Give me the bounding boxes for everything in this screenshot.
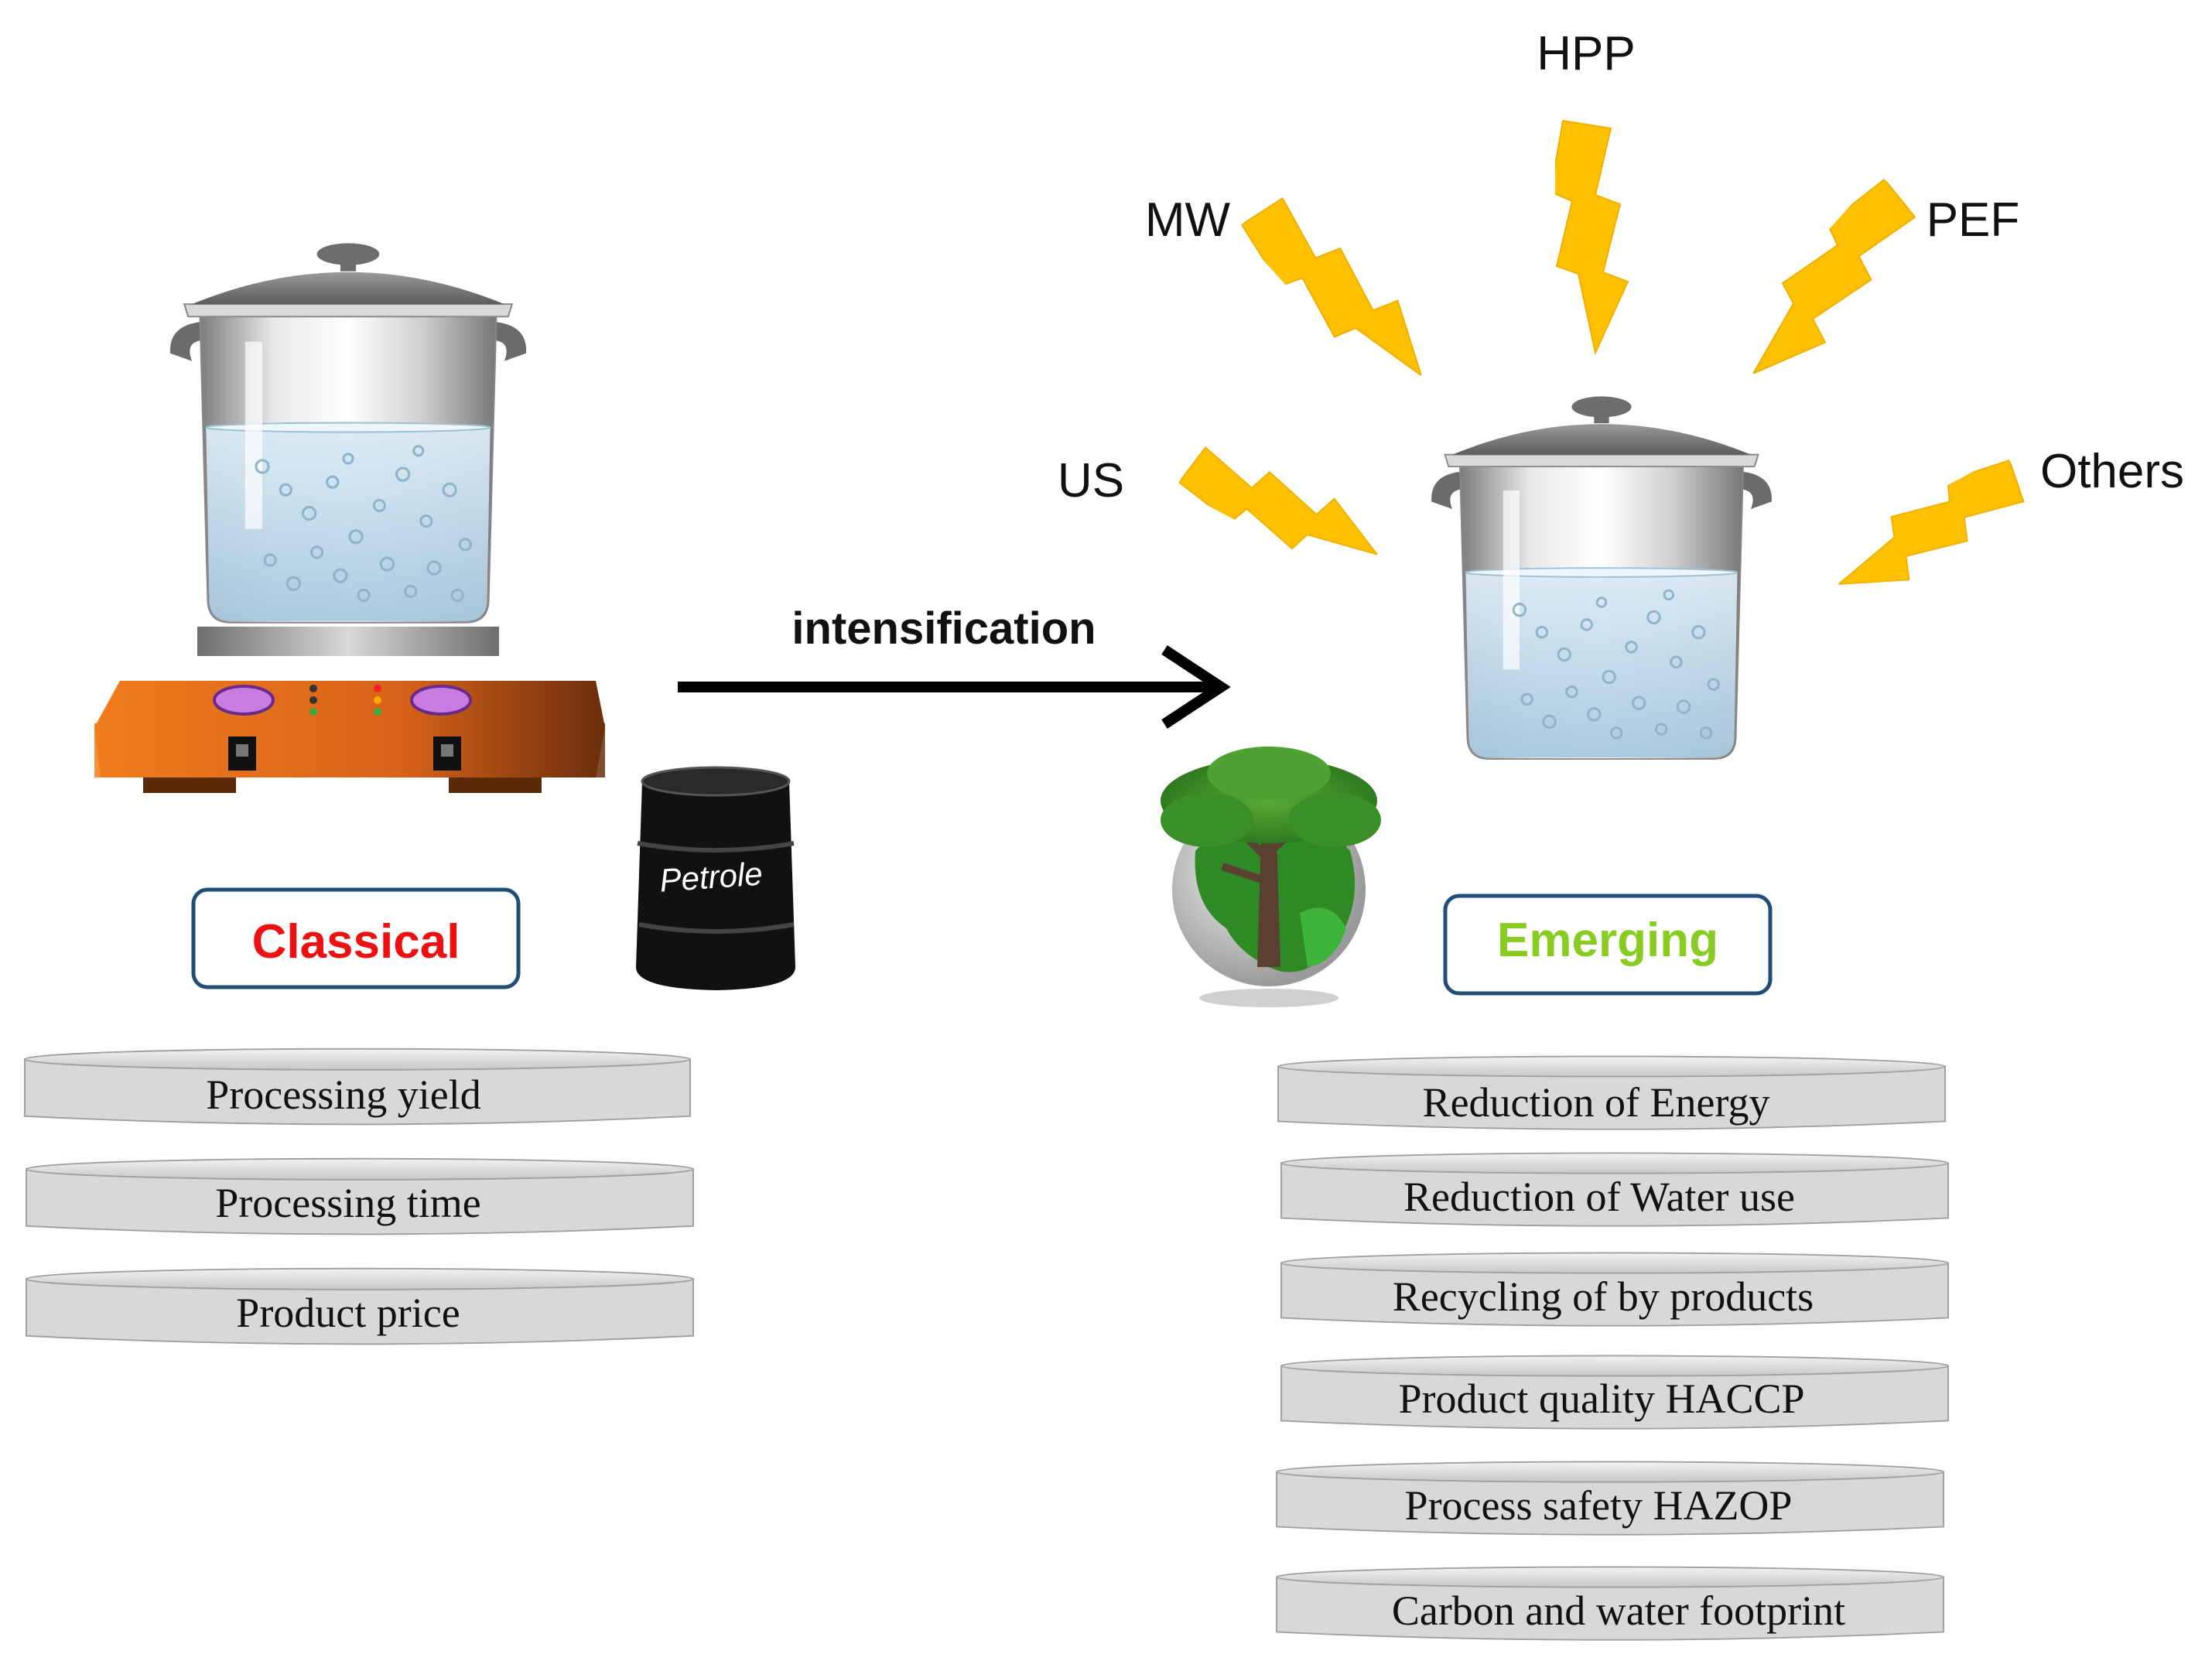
mw-lightning-bolt-icon (1236, 180, 1447, 402)
emerging-item-disk: Reduction of Energy (1277, 1055, 1947, 1130)
emerging-item-disk: Product quality HACCP (1280, 1355, 1950, 1430)
emerging-item-label: Product quality HACCP (1398, 1376, 1804, 1422)
us-label: US (1058, 454, 1124, 508)
intensification-arrow: intensification (678, 603, 1231, 729)
others-label: Others (2040, 445, 2184, 498)
others-lightning-bolt-icon (1821, 453, 2038, 611)
classical-item-disk: Processing yield (23, 1047, 692, 1126)
hpp-label: HPP (1537, 27, 1635, 80)
intensification-label: intensification (791, 603, 1096, 654)
emerging-item-disk: Carbon and water footprint (1275, 1566, 1945, 1641)
oil-barrel-icon: Petrole (636, 766, 795, 990)
classical-item-label: Processing yield (206, 1071, 480, 1118)
classical-item-disk: Product price (25, 1267, 695, 1345)
emerging-item-disk: Process safety HAZOP (1275, 1461, 1945, 1536)
barrel-label: Petrole (658, 855, 764, 898)
classical-item-label: Processing time (215, 1180, 480, 1226)
emerging-item-disk: Reduction of Water use (1280, 1152, 1950, 1227)
classical-pot-on-hotplate-icon (94, 241, 605, 793)
green-globe-tree-icon (1161, 747, 1381, 1007)
emerging-items: Reduction of Energy Reduction of Water u… (1275, 1055, 1950, 1641)
emerging-technologies: HPP MW PEF US Others (1058, 27, 2184, 611)
emerging-item-label: Carbon and water footprint (1392, 1587, 1845, 1634)
emerging-label-box: Emerging (1443, 894, 1773, 996)
pef-lightning-bolt-icon (1723, 174, 1934, 396)
us-lightning-bolt-icon (1175, 429, 1392, 587)
hpp-lightning-bolt-icon (1555, 119, 1629, 354)
classical-items: Processing yield Processing time Product… (23, 1047, 695, 1345)
emerging-item-label: Reduction of Energy (1423, 1079, 1770, 1126)
mw-label: MW (1145, 193, 1231, 247)
emerging-item-label: Reduction of Water use (1403, 1174, 1795, 1220)
emerging-item-disk: Recycling of by products (1280, 1252, 1950, 1327)
classical-label-box: Classical (191, 887, 521, 989)
emerging-item-label: Recycling of by products (1393, 1273, 1814, 1320)
emerging-label: Emerging (1497, 914, 1718, 967)
classical-label: Classical (252, 915, 460, 969)
pef-label: PEF (1927, 193, 2020, 247)
classical-item-disk: Processing time (25, 1157, 695, 1235)
emerging-item-label: Process safety HAZOP (1405, 1482, 1793, 1529)
emerging-pot-icon (1430, 395, 1773, 760)
classical-item-label: Product price (236, 1290, 460, 1336)
